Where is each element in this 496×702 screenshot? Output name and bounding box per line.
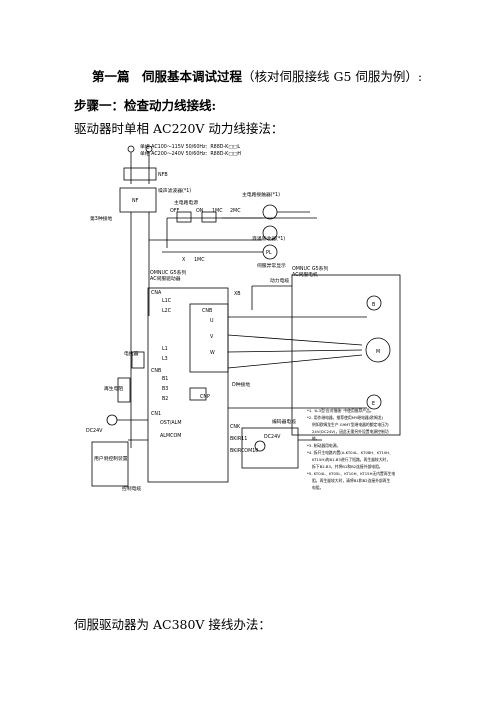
x-label: X [182,257,186,263]
encoder-cable-label: 编码器电缆 [272,418,296,425]
note-5: 能。 [312,436,320,441]
step-heading: 步骤一：检查动力线接线: [74,98,217,113]
l1c-label: L1C [162,298,172,304]
section-title-note: （核对伺服接线 G5 伺服为例）: [242,69,423,84]
b2-label: B2 [162,396,168,402]
reactor-label: 电抗器 [124,350,139,357]
l3-label: L3 [162,356,168,362]
motor-e-label: E [372,401,375,407]
power-cable-label: 动力电缆 [270,277,289,284]
ground-d-label: D种接地 [232,381,250,388]
dc24v-label: DC24V [86,428,103,434]
note-12: 电阻。 [312,485,323,490]
main-contactor-label: 主电路接触器(*1) [242,191,280,198]
cnk-label: CNK [230,424,241,430]
ost-alm-label: OST/ALM [160,420,181,426]
cnb-motor-label: CNB [202,308,212,314]
note-1: *1. 'A-3型'应对措施' 中使用推荐产品。 [307,408,374,413]
cna-label: CNA [151,290,162,296]
mc-bottom-label: 1MC [194,257,205,263]
motor-b-label: B [372,302,375,308]
w-label: W [210,350,215,356]
noise-filter-label: 噪声滤波器(*1) [158,187,191,194]
b3-label: B3 [162,386,168,392]
off-label: OFF [170,208,180,214]
bkir-label: BKIR11 [230,436,247,442]
note-4: 24V(DC24V)，因此无需另外设置电源控制功 [312,429,389,434]
pl-label: PL [266,250,272,256]
regen-resistor-label: 再生电阻 [104,385,123,392]
mc1-label: 1MC [212,208,223,214]
b1-label: B1 [162,376,168,382]
main-power-label: 主电路电源 [174,199,198,206]
paragraph-380v: 伺服驱动器为 AC380V 接线办法： [74,617,271,632]
dc24v-2-label: DC24V [264,434,281,440]
nfb-label: NFB [158,172,168,178]
control-cable-label: 控制电缆 [122,485,141,492]
u-label: U [210,318,214,324]
on-label: ON [196,208,204,214]
mc2-label: 2MC [230,208,241,214]
surge-label: 浪涌吸收器(*1) [252,235,285,242]
nf-label: NF [132,198,139,204]
l1-label: L1 [162,346,168,352]
bkircom-label: BKIRCOM10 [230,448,258,454]
section-title-main: 第一篇 伺服基本调试过程 [92,69,243,84]
power-spec-line2: 单相 AC200～240V 50/60Hz：R88D-K□□H [140,150,241,157]
wiring-diagram: 单相 AC100～115V 50/60Hz：R88D-K□□L 单相 AC200… [86,143,401,492]
note-10: *5. KT04L、KT05L、KT10H、KT15H无内置再生电 [307,471,395,476]
motor-title-1: OMNUC G5系列 [292,265,328,272]
servo-error-label: 伺服异常显示 [257,262,286,269]
note-8: KT15H)的B1-B3进行了短路。再生量较大时， [312,457,390,462]
alm-com-label: ALMCOM [160,433,181,439]
section-title: 第一篇 伺服基本调试过程（核对伺服接线 G5 伺服为例）: [92,66,422,85]
driver-title-1: OMNUC G5系列 [150,269,186,276]
note-3: 例如欧姆龙生产 G9MT型继电器的额定电压为 [312,422,389,427]
ground-label: 第3种接地 [90,215,112,222]
xb-label: XB [234,291,241,297]
motor-m-label: M [376,349,380,355]
driver-title-2: AC伺服驱动器 [150,275,181,282]
cnp-label: CNP [200,394,210,400]
v-label: V [210,334,214,340]
cnb-label: CNB [151,368,161,374]
l2c-label: L2C [162,308,172,314]
cn1-label: CN1 [151,411,161,417]
note-9: 拆下B2-B3，并将B1和B2连接外部电阻。 [312,464,383,469]
user-device-label: 用户侧控制装置 [94,455,128,462]
paragraph-220v: 驱动器时单相 AC220V 动力线接法： [74,121,284,136]
note-7: *4. 拆开主电路内置(A-KT04L、KT08H、KT10H、 [307,450,393,455]
power-spec-line1: 单相 AC100～115V 50/60Hz：R88D-K□□L [140,143,240,150]
note-6: *3. 制动器用电源。 [307,443,340,448]
motor-title-2: AC伺服电机 [292,271,318,278]
note-2: *2. 用作继电器，推荐使用MY继电器(欧姆龙) [307,415,384,420]
note-11: 阻。再生量较大时，请将B1和B2连接外部再生 [312,478,391,483]
